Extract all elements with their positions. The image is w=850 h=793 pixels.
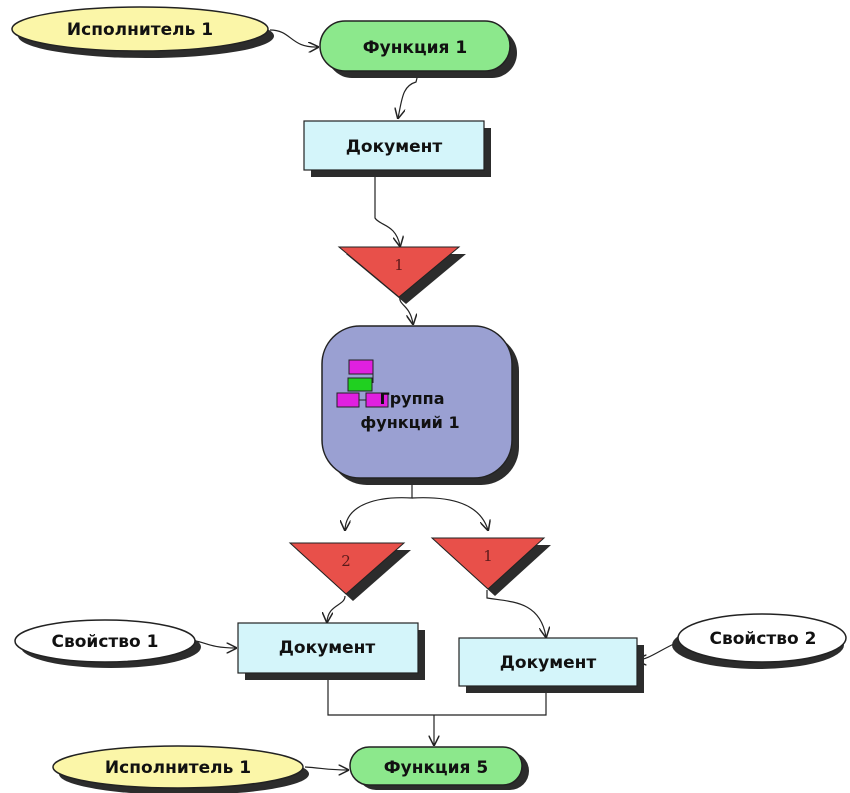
edge-documents-to-function5 [327,677,547,745]
triangle-top-number: 1 [394,256,404,274]
document-node-left[interactable]: Документ [237,622,425,680]
edge-property1-to-document-left [194,640,236,648]
function-group-icon [336,359,389,408]
node-shape [349,746,523,786]
function-node-1[interactable]: Функция 1 [319,20,517,78]
document-left-label: Документ [279,638,376,658]
property-node-right[interactable]: Свойство 2 [672,613,847,669]
node-shape [303,120,485,171]
performer-bottom-label: Исполнитель 1 [105,758,251,778]
document-node-right[interactable]: Документ [458,637,644,693]
function-node-5[interactable]: Функция 5 [349,746,529,790]
node-shape [237,622,419,674]
node-shape [319,20,511,72]
property-left-label: Свойство 1 [52,632,159,652]
performer-node-top[interactable]: Исполнитель 1 [11,6,274,58]
triangle-node-right[interactable]: 1 [430,537,551,596]
node-shape [11,6,269,52]
document-right-label: Документ [500,653,597,673]
connectors [194,29,677,770]
triangle-left-number: 2 [341,552,351,570]
node-shape [458,637,638,687]
group-label-line2: функций 1 [360,413,459,432]
function-bottom-label: Функция 5 [384,758,488,778]
function-group-node[interactable]: Группа функций 1 [321,325,519,485]
edge-triangle2-to-document-left [327,595,346,622]
node-shape [677,613,847,663]
property-right-label: Свойство 2 [710,629,817,649]
edge-triangle1-right-to-document-right [486,590,546,637]
edge-group-to-triangle2 [345,484,413,530]
property-node-left[interactable]: Свойство 1 [14,619,201,668]
edge-group-to-triangle1-right [411,497,488,530]
triangle-node-left[interactable]: 2 [288,542,411,601]
node-shape [14,619,196,663]
triangle-right-number: 1 [483,547,493,565]
node-shape [288,542,406,595]
edge-function1-to-document [398,73,419,118]
edge-performer-to-function1 [269,29,318,47]
edge-performer2-to-function5 [304,767,348,770]
node-shape [430,537,546,590]
group-label-line1: Группа [380,389,445,408]
function-top-label: Функция 1 [363,38,467,58]
node-shape [337,246,461,298]
edge-document-to-triangle1 [374,172,400,246]
document-top-label: Документ [346,137,443,157]
performer-node-bottom[interactable]: Исполнитель 1 [52,745,309,793]
performer-top-label: Исполнитель 1 [67,20,213,40]
triangle-node-top[interactable]: 1 [337,246,466,304]
node-shape [52,745,304,789]
document-node-top[interactable]: Документ [303,120,491,177]
